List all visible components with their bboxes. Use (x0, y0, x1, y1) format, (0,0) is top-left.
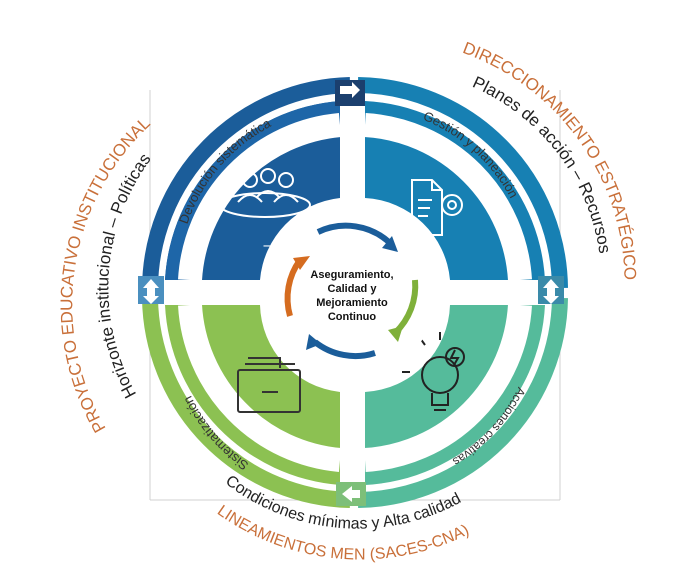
svg-text:Continuo: Continuo (328, 311, 377, 323)
cycle-arrows (284, 222, 419, 360)
small-dash: – (264, 237, 273, 254)
lightbulb-bolt-icon (402, 332, 465, 411)
label-bands (178, 113, 532, 472)
svg-text:Mejoramiento: Mejoramiento (316, 297, 388, 309)
svg-text:Aseguramiento,: Aseguramiento, (310, 269, 393, 281)
document-gear-icon (411, 179, 463, 236)
ring-bottom-left (142, 297, 351, 508)
file-drawer-icon (237, 357, 301, 413)
people-circle-icon (219, 168, 311, 218)
svg-text:Calidad y: Calidad y (328, 283, 378, 295)
outer-ring (142, 77, 568, 508)
ring-bottom-right (357, 297, 568, 508)
ring-top-right (357, 77, 568, 289)
connector-arrows (138, 80, 564, 506)
ring-top-left (142, 77, 351, 289)
center-label: Aseguramiento, Calidad y Mejoramiento Co… (310, 269, 393, 323)
